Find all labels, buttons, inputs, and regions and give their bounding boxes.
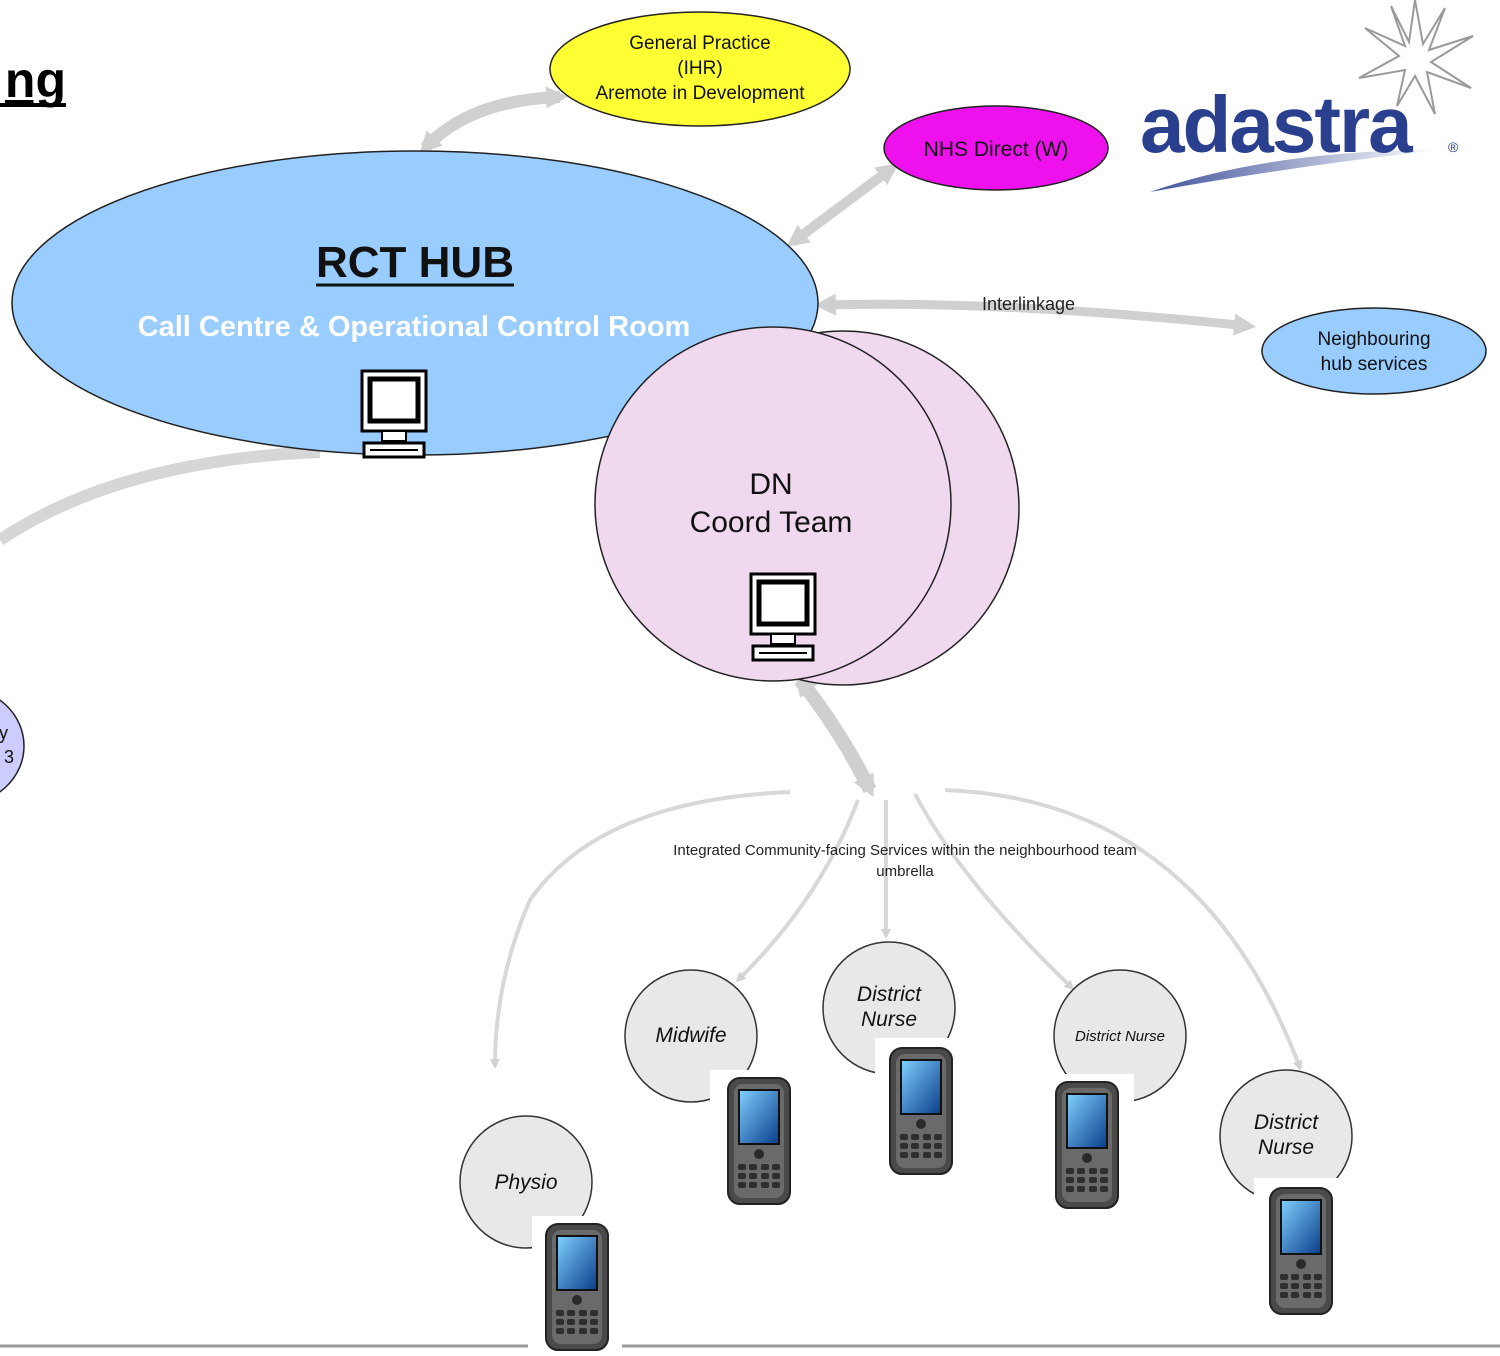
neighbouring-line1: Neighbouring xyxy=(1317,329,1430,350)
arrow-hub-left xyxy=(0,446,321,545)
partial-left-line1: y xyxy=(0,723,8,743)
arrow-nhs-hub xyxy=(786,163,899,247)
staff-dn1-line2: Nurse xyxy=(861,1008,917,1031)
dn2-handheld-pda-icon xyxy=(1055,1081,1119,1209)
community-label-line1: Integrated Community-facing Services wit… xyxy=(673,842,1137,859)
arrow-gp-hub xyxy=(419,86,568,154)
nhs-direct-label: NHS Direct (W) xyxy=(924,138,1069,161)
physio-handheld-pda-icon xyxy=(545,1223,609,1351)
logo-registered-mark: ® xyxy=(1448,139,1459,155)
staff-district-nurse-1: District Nurse xyxy=(822,941,957,1178)
staff-dn2-label: District Nurse xyxy=(1075,1028,1165,1045)
dn1-handheld-pda-icon xyxy=(889,1047,953,1175)
neighbouring-line2: hub services xyxy=(1321,354,1428,375)
adastra-star-icon xyxy=(1358,0,1474,115)
staff-district-nurse-2: District Nurse xyxy=(1046,969,1187,1214)
hub-computer-terminal-icon xyxy=(362,371,426,457)
interlinkage-label: Interlinkage xyxy=(982,294,1075,314)
dn3-handheld-pda-icon xyxy=(1269,1187,1333,1315)
rct-hub-title: RCT HUB xyxy=(316,238,514,287)
staff-district-nurse-3: District Nurse xyxy=(1219,1069,1353,1318)
staff-dn3-line1: District xyxy=(1254,1111,1319,1134)
logo-text-suffix: astra xyxy=(1229,80,1413,169)
gp-line1: General Practice xyxy=(629,33,771,54)
rct-hub-node: RCT HUB Call Centre & Operational Contro… xyxy=(11,150,819,457)
staff-physio: Physio xyxy=(459,1115,612,1356)
dn-coord-node: DN Coord Team xyxy=(594,326,1020,686)
dn-computer-terminal-icon xyxy=(751,574,815,660)
dn-front-circle xyxy=(594,326,952,682)
partial-left-node: y 3 xyxy=(0,699,25,793)
staff-dn3-line2: Nurse xyxy=(1258,1136,1314,1159)
staff-dn1-line1: District xyxy=(857,983,922,1006)
staff-midwife-label: Midwife xyxy=(655,1024,726,1047)
dn-line1: DN xyxy=(749,468,792,501)
nhs-direct-node: NHS Direct (W) xyxy=(883,105,1109,191)
rct-hub-subtitle: Call Centre & Operational Control Room xyxy=(138,311,691,343)
staff-physio-label: Physio xyxy=(494,1171,557,1194)
arrow-dn-community xyxy=(794,673,877,798)
page-title: ng xyxy=(5,52,66,108)
gp-line3: Aremote in Development xyxy=(595,83,805,104)
gp-line2: (IHR) xyxy=(677,58,722,79)
dn-line2: Coord Team xyxy=(690,506,853,539)
midwife-handheld-pda-icon xyxy=(727,1077,791,1205)
neighbouring-hub-node: Neighbouring hub services xyxy=(1261,307,1487,395)
staff-arrows xyxy=(490,788,1303,1071)
community-label-line2: umbrella xyxy=(876,863,934,880)
adastra-logo: adastra ® xyxy=(1140,0,1474,192)
arrow-interlinkage xyxy=(814,293,1256,336)
general-practice-node: General Practice (IHR) Aremote in Develo… xyxy=(549,11,851,127)
partial-left-line2: 3 xyxy=(4,747,14,767)
svg-text:adastra: adastra xyxy=(1140,80,1413,169)
logo-text-prefix: ad xyxy=(1140,80,1229,169)
staff-midwife: Midwife xyxy=(624,969,792,1210)
